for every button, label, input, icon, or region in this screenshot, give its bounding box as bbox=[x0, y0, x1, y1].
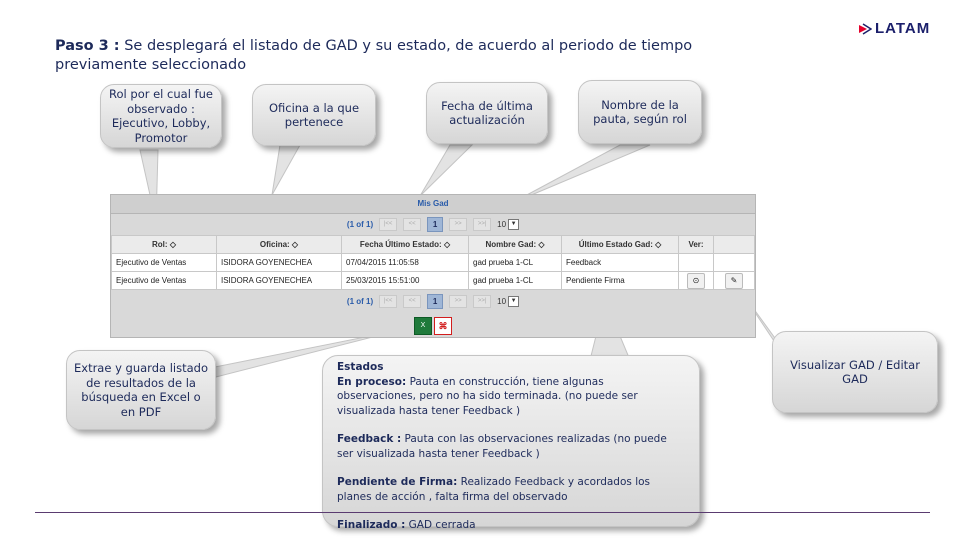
col-nombre-label: Nombre Gad: bbox=[485, 240, 537, 249]
grid-title: Mis Gad bbox=[111, 195, 755, 214]
cell-fecha: 25/03/2015 15:51:00 bbox=[341, 271, 469, 290]
dropdown-icon: ▼ bbox=[508, 218, 520, 230]
prev-page-button[interactable]: << bbox=[403, 294, 422, 308]
estado-feedback: Feedback : Pauta con las observaciones r… bbox=[337, 432, 685, 461]
page-info: (1 of 1) bbox=[346, 219, 374, 229]
page-number-button[interactable]: 1 bbox=[427, 293, 444, 309]
cell-nombre: gad prueba 1-CL bbox=[468, 271, 562, 290]
step-label: Paso 3 : bbox=[55, 38, 120, 54]
callout-fecha-text: Fecha de última actualización bbox=[441, 98, 533, 128]
step-text: Se desplegará el listado de GAD y su est… bbox=[55, 38, 693, 73]
mis-gad-grid: Mis Gad (1 of 1) |<< << 1 >> >>| 10▼ Rol… bbox=[110, 194, 756, 338]
first-page-button[interactable]: |<< bbox=[379, 294, 398, 308]
callout-visualizar-text: Visualizar GAD / Editar GAD bbox=[790, 357, 920, 387]
page-info: (1 of 1) bbox=[346, 296, 374, 306]
estado-en-proceso-text: Pauta en construcción, tiene algunas obs… bbox=[337, 375, 638, 417]
sort-icon: ◇ bbox=[655, 240, 662, 249]
callout-rol-text: Rol por el cual fue observado : Ejecutiv… bbox=[109, 87, 213, 145]
sort-icon: ◇ bbox=[291, 240, 299, 249]
cell-ver: ⊙ bbox=[678, 271, 714, 290]
estado-pendiente-label: Pendiente de Firma: bbox=[337, 476, 458, 488]
callout-oficina-text: Oficina a la que pertenece bbox=[268, 100, 360, 130]
step-heading: Paso 3 : Se desplegará el listado de GAD… bbox=[55, 37, 755, 75]
cell-rol: Ejecutivo de Ventas bbox=[111, 253, 217, 272]
callout-extraer-text: Extrae y guarda listado de resultados de… bbox=[74, 361, 208, 419]
next-page-button[interactable]: >> bbox=[449, 294, 468, 308]
callout-oficina: Oficina a la que pertenece bbox=[252, 84, 376, 146]
callout-nombre: Nombre de la pauta, según rol bbox=[578, 80, 702, 144]
page-number-button[interactable]: 1 bbox=[427, 216, 444, 232]
page-size-select[interactable]: 10▼ bbox=[497, 218, 520, 230]
col-fecha-label: Fecha Último Estado: bbox=[359, 240, 442, 249]
table-row[interactable]: Ejecutivo de Ventas ISIDORA GOYENECHEA 0… bbox=[111, 253, 755, 272]
col-estado[interactable]: Último Estado Gad: ◇ bbox=[561, 235, 679, 254]
cell-rol: Ejecutivo de Ventas bbox=[111, 271, 217, 290]
estado-feedback-text: Pauta con las observaciones realizadas (… bbox=[337, 433, 667, 460]
prev-page-button[interactable]: << bbox=[403, 217, 422, 231]
callout-fecha: Fecha de última actualización bbox=[426, 82, 548, 144]
col-nombre[interactable]: Nombre Gad: ◇ bbox=[468, 235, 562, 254]
cell-oficina: ISIDORA GOYENECHEA bbox=[216, 253, 342, 272]
excel-icon[interactable]: X bbox=[414, 317, 432, 335]
estado-pendiente: Pendiente de Firma: Realizado Feedback y… bbox=[337, 475, 685, 504]
cell-nombre: gad prueba 1-CL bbox=[468, 253, 562, 272]
col-oficina[interactable]: Oficina: ◇ bbox=[216, 235, 342, 254]
edit-icon[interactable]: ✎ bbox=[725, 272, 743, 289]
estado-en-proceso-label: En proceso: bbox=[337, 375, 407, 388]
col-fecha[interactable]: Fecha Último Estado: ◇ bbox=[341, 235, 469, 254]
last-page-button[interactable]: >>| bbox=[473, 294, 492, 308]
footer-divider bbox=[35, 512, 930, 513]
cell-ver bbox=[678, 253, 714, 272]
table-row[interactable]: Ejecutivo de Ventas ISIDORA GOYENECHEA 2… bbox=[111, 271, 755, 290]
col-editar bbox=[713, 235, 755, 254]
view-icon[interactable]: ⊙ bbox=[687, 272, 705, 289]
table-header-row: Rol: ◇ Oficina: ◇ Fecha Último Estado: ◇… bbox=[111, 235, 755, 254]
page-size-value: 10 bbox=[497, 219, 507, 229]
sort-icon: ◇ bbox=[443, 240, 451, 249]
sort-icon: ◇ bbox=[538, 240, 545, 249]
callout-visualizar: Visualizar GAD / Editar GAD bbox=[772, 331, 938, 413]
latam-logo-icon bbox=[859, 22, 872, 35]
gad-table: Rol: ◇ Oficina: ◇ Fecha Último Estado: ◇… bbox=[111, 235, 755, 290]
estado-finalizado: Finalizado : GAD cerrada bbox=[337, 518, 685, 533]
latam-logo: LATAM bbox=[858, 20, 930, 37]
first-page-button[interactable]: |<< bbox=[379, 217, 398, 231]
callout-extraer: Extrae y guarda listado de resultados de… bbox=[66, 350, 216, 430]
estados-title: Estados bbox=[337, 361, 384, 373]
col-ver: Ver: bbox=[678, 235, 714, 254]
cell-estado: Feedback bbox=[561, 253, 679, 272]
cell-editar bbox=[713, 253, 755, 272]
callout-nombre-text: Nombre de la pauta, según rol bbox=[593, 97, 687, 127]
col-ver-label: Ver: bbox=[688, 240, 704, 249]
cell-oficina: ISIDORA GOYENECHEA bbox=[216, 271, 342, 290]
bottom-paginator: (1 of 1) |<< << 1 >> >>| 10▼ bbox=[111, 291, 755, 311]
sort-icon: ◇ bbox=[169, 240, 176, 249]
cell-fecha: 07/04/2015 11:05:58 bbox=[341, 253, 469, 272]
estado-feedback-label: Feedback : bbox=[337, 433, 402, 445]
estado-finalizado-text: GAD cerrada bbox=[405, 519, 476, 531]
export-buttons: X ⌘ bbox=[414, 317, 452, 335]
callout-estados: Estados En proceso: Pauta en construcció… bbox=[322, 355, 700, 531]
col-rol-label: Rol: bbox=[152, 240, 168, 249]
latam-logo-text: LATAM bbox=[875, 20, 931, 37]
estado-pendiente-text: Realizado Feedback y acordados los plane… bbox=[337, 476, 651, 503]
estado-en-proceso: En proceso: Pauta en construcción, tiene… bbox=[337, 375, 685, 419]
col-estado-label: Último Estado Gad: bbox=[578, 240, 653, 249]
col-rol[interactable]: Rol: ◇ bbox=[111, 235, 217, 254]
col-oficina-label: Oficina: bbox=[259, 240, 290, 249]
next-page-button[interactable]: >> bbox=[449, 217, 468, 231]
page-size-select[interactable]: 10▼ bbox=[497, 295, 520, 307]
callout-rol: Rol por el cual fue observado : Ejecutiv… bbox=[100, 84, 222, 148]
top-paginator: (1 of 1) |<< << 1 >> >>| 10▼ bbox=[111, 214, 755, 234]
estado-finalizado-label: Finalizado : bbox=[337, 519, 406, 531]
dropdown-icon: ▼ bbox=[508, 295, 520, 307]
pdf-icon[interactable]: ⌘ bbox=[434, 317, 452, 335]
cell-editar: ✎ bbox=[713, 271, 755, 290]
cell-estado: Pendiente Firma bbox=[561, 271, 679, 290]
last-page-button[interactable]: >>| bbox=[473, 217, 492, 231]
page-size-value: 10 bbox=[497, 296, 507, 306]
